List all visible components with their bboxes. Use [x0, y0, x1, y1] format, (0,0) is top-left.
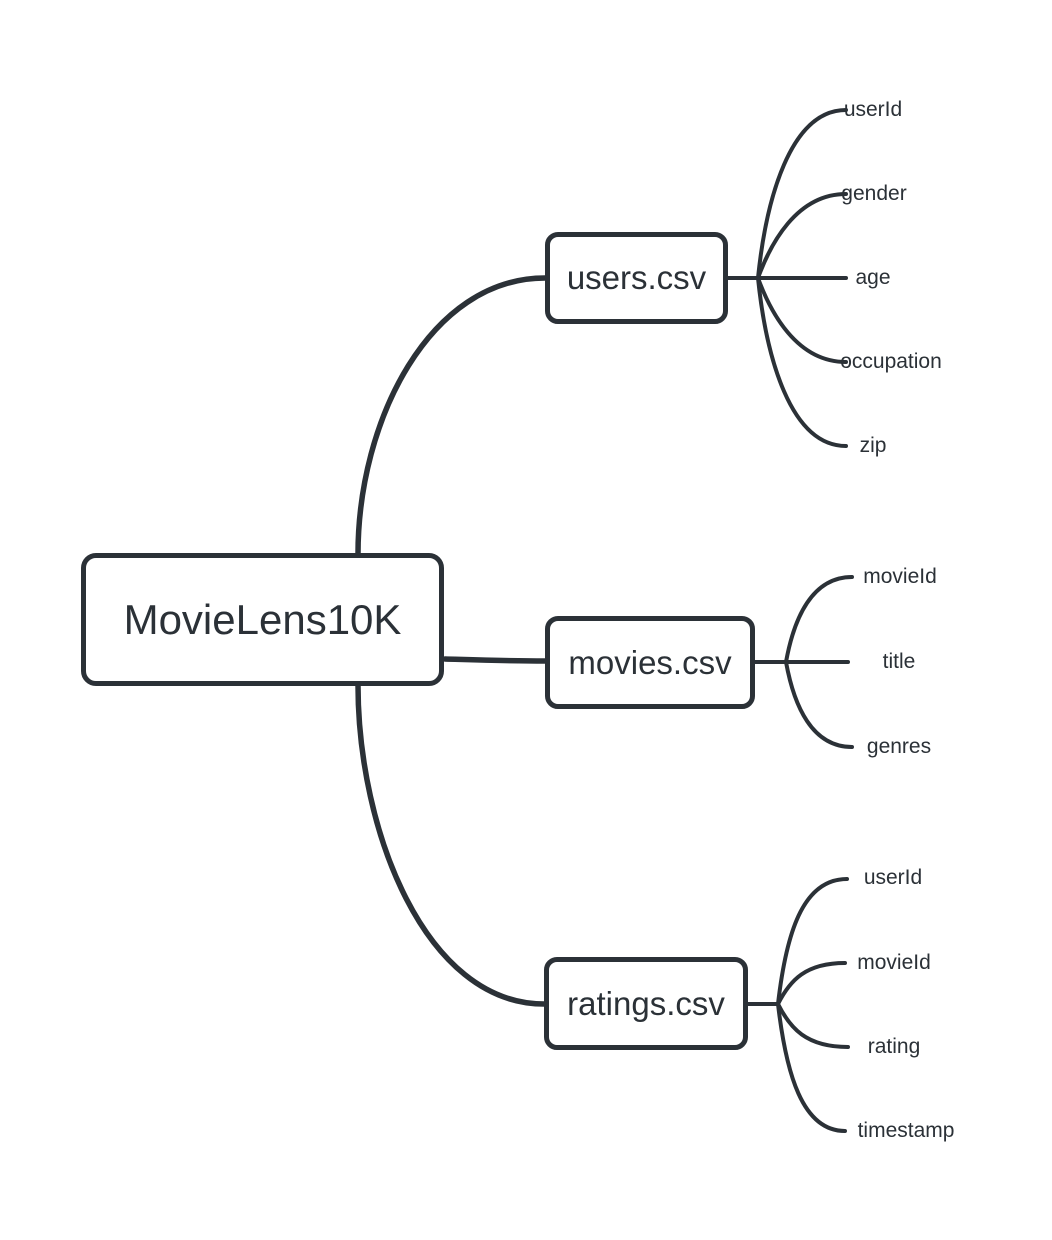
edge-users-gender [756, 192, 848, 280]
users-field-occupation: occupation [840, 350, 942, 373]
ratings-node-label: ratings.csv [567, 984, 725, 1022]
movies-field-connectors [753, 575, 854, 749]
node-ratings-csv: ratings.csv [544, 957, 748, 1050]
ratings-field-connectors [746, 877, 850, 1133]
edge-ratings-timestamp [776, 1002, 847, 1133]
movies-field-movieid: movieId [863, 565, 937, 588]
edge-ratings-rating [776, 1002, 850, 1049]
users-node-label: users.csv [566, 259, 707, 296]
users-field-connectors [726, 108, 848, 448]
edge-users-userid [756, 108, 848, 280]
node-movielens10k: MovieLens10K [81, 553, 444, 686]
edge-ratings-movieid [776, 961, 847, 1006]
edge-ratings-userid [776, 877, 849, 1006]
users-field-gender: gender [841, 182, 907, 205]
edge-root-movies [442, 656, 548, 664]
movies-field-genres: genres [866, 735, 932, 758]
edge-movies-genres [784, 660, 854, 749]
movies-field-title: title [882, 650, 916, 673]
ratings-field-movieid: movieId [857, 951, 931, 974]
users-field-zip: zip [859, 434, 887, 457]
node-movies-csv: movies.csv [545, 616, 755, 709]
edge-movies-movieid [784, 575, 854, 664]
users-field-userid: userId [843, 98, 903, 121]
edge-root-ratings [355, 682, 547, 1007]
node-users-csv: users.csv [545, 232, 728, 324]
edge-root-users [355, 275, 548, 557]
edge-users-zip [756, 276, 848, 448]
movies-node-label: movies.csv [568, 643, 732, 681]
ratings-field-timestamp: timestamp [857, 1119, 955, 1142]
edge-users-occupation [756, 276, 848, 364]
ratings-field-userid: userId [863, 866, 923, 889]
users-field-age: age [855, 266, 891, 289]
ratings-field-rating: rating [867, 1035, 921, 1058]
root-node-label: MovieLens10K [123, 595, 402, 643]
trunk-connectors [355, 275, 548, 1007]
